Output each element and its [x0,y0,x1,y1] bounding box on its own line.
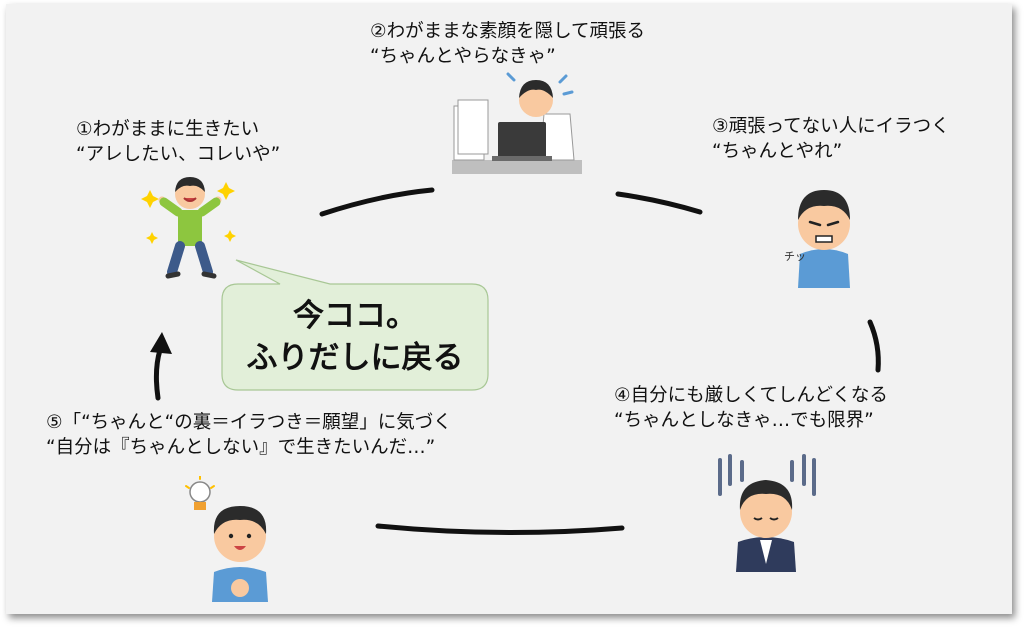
step-5-label: ⑤「“ちゃんと“の裏＝イラつき＝願望」に気づく “自分は『ちゃんとしない』で生き… [46,412,452,458]
tsk-stamp: チッ [784,250,806,263]
arrow-4-to-5 [375,523,625,536]
working-person-illustration [452,72,582,174]
callout-text: 今ココ。 ふりだしに戻る [222,284,488,390]
happy-person-illustration [141,177,236,279]
diagram-frame [6,4,1012,614]
step-2-label: ②わがままな素顔を隠して頑張る “ちゃんとやらなきゃ” [370,21,646,67]
callout-bubble [221,259,489,391]
arrow-2-to-3 [615,191,703,215]
callout-line1: 今ココ。 [293,298,417,334]
lightbulb-icon [185,476,215,510]
arrow-1-to-2 [319,187,435,217]
arrow-5-to-1 [153,347,163,401]
exhausted-person-illustration [718,454,816,572]
annoyed-person-illustration: チッ [784,190,850,288]
arrowhead-5-to-1 [150,332,172,354]
step-3-label: ③頑張ってない人にイラつく “ちゃんとやれ” [712,116,950,162]
step-1-label: ①わがままに生きたい “アレしたい、コレいや” [76,119,281,165]
realization-person-illustration [185,476,268,602]
callout-line2: ふりだしに戻る [246,340,464,376]
step-4-label: ④自分にも厳しくてしんどくなる “ちゃんとしなきゃ…でも限界” [614,385,888,431]
arrow-3-to-4 [867,319,881,373]
